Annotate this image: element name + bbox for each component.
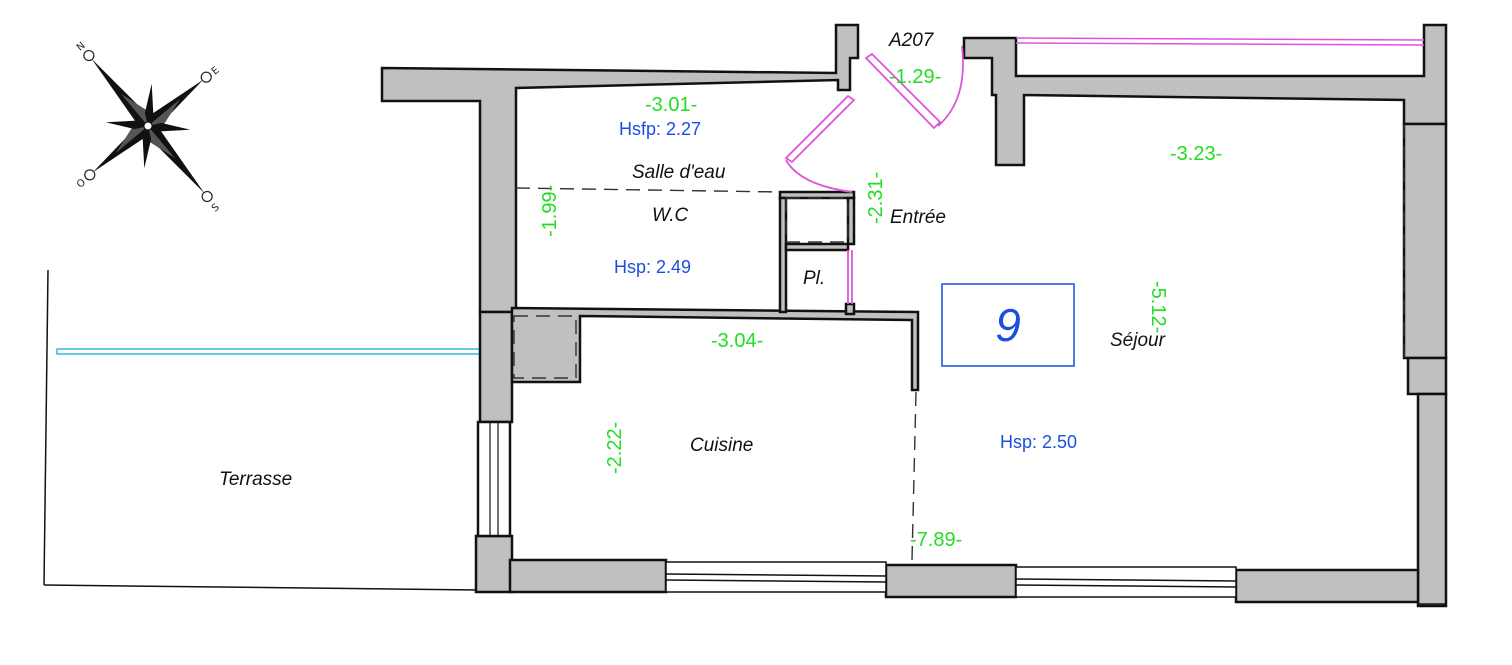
dimension-entry-door: -1.29- (889, 66, 941, 88)
height-hsp-sejour: Hsp: 2.50 (1000, 432, 1077, 452)
terrace-railing-glazing (56, 348, 481, 355)
dimension-wc-depth: -1.99- (539, 185, 561, 237)
doors (784, 45, 964, 304)
compass-rose-icon: N E S O (75, 40, 222, 215)
compass-east-label: E (210, 65, 222, 77)
dimension-total-width: -7.89- (910, 529, 962, 551)
room-label-placard: Pl. (803, 268, 825, 289)
dashed-lines (513, 124, 1405, 561)
room-label-salle-eau: Salle d'eau (632, 162, 726, 183)
compass-south-label: S (210, 202, 222, 215)
dimension-salle-eau-width: -3.01- (645, 94, 697, 116)
dimension-sejour-width: -3.23- (1170, 143, 1222, 165)
room-label-sejour: Séjour (1110, 330, 1166, 351)
bottom-windows (665, 561, 1237, 598)
unit-number-box (941, 283, 1075, 367)
height-hsp-wc: Hsp: 2.49 (614, 257, 691, 277)
room-label-entree: Entrée (890, 207, 946, 228)
top-glazing (1015, 37, 1425, 46)
room-label-terrasse: Terrasse (219, 469, 292, 490)
room-label-wc: W.C (652, 205, 689, 226)
dimension-cuisine-depth: -2.22- (604, 422, 626, 474)
terrace-area (43, 269, 481, 591)
dimension-entree-depth: -2.31- (865, 172, 887, 224)
dimension-sejour-depth: -5.12- (1147, 281, 1169, 333)
height-hsfp-salle-eau: Hsfp: 2.27 (619, 119, 701, 139)
room-label-cuisine: Cuisine (690, 435, 753, 456)
unit-number: 9 (995, 299, 1021, 351)
unit-code-label: A207 (888, 30, 935, 51)
dimension-cuisine-width: -3.04- (711, 330, 763, 352)
